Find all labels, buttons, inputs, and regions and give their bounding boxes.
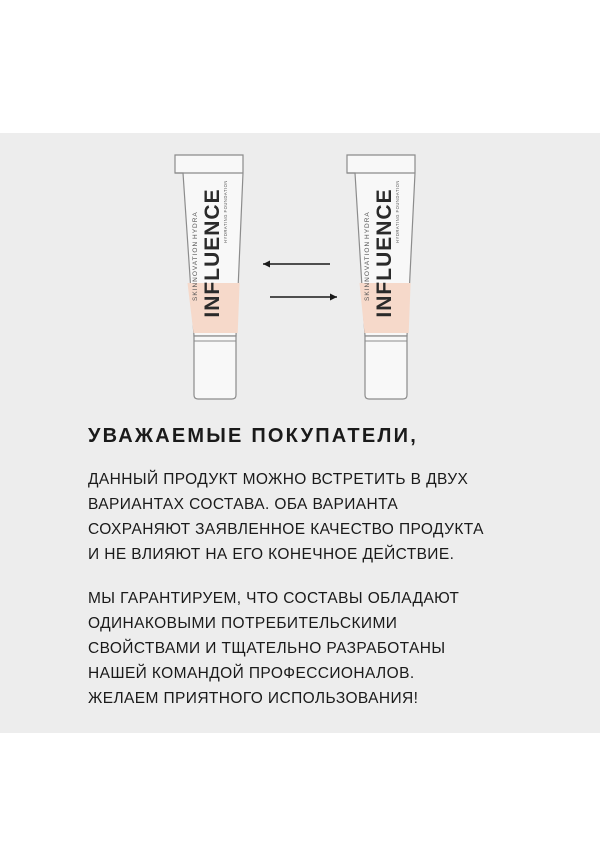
notice-paragraph-1: ДАННЫЙ ПРОДУКТ МОЖНО ВСТРЕТИТЬ В ДВУХ ВА… [88,467,548,567]
info-panel: INFLUENCE SKINNOVATION HYDRA HYDRATING F… [0,133,600,733]
product-tube-left: INFLUENCE SKINNOVATION HYDRA HYDRATING F… [174,154,244,400]
line-name: SKINNOVATION [192,241,199,301]
line-name: SKINNOVATION [364,241,371,301]
product-name: HYDRATING FOUNDATION [395,180,400,243]
notice-line: И НЕ ВЛИЯЮТ НА ЕГО КОНЕЧНОЕ ДЕЙСТВИЕ. [88,546,455,563]
notice-line: НАШЕЙ КОМАНДОЙ ПРОФЕССИОНАЛОВ. [88,665,415,682]
notice-line: СВОЙСТВАМИ И ТЩАТЕЛЬНО РАЗРАБОТАНЫ [88,640,446,657]
notice-line: СОХРАНЯЮТ ЗАЯВЛЕННОЕ КАЧЕСТВО ПРОДУКТА [88,521,484,538]
brand-logo: INFLUENCE [373,188,396,317]
brand-logo: INFLUENCE [201,188,224,317]
notice-line: ЖЕЛАЕМ ПРИЯТНОГО ИСПОЛЬЗОВАНИЯ! [88,690,419,707]
arrow-left-icon [263,260,330,268]
notice-line: МЫ ГАРАНТИРУЕМ, ЧТО СОСТАВЫ ОБЛАДАЮТ [88,590,460,607]
notice-line: ОДИНАКОВЫМИ ПОТРЕБИТЕЛЬСКИМИ [88,615,398,632]
sub-line-name: HYDRA [364,211,371,239]
notice-paragraph-2: МЫ ГАРАНТИРУЕМ, ЧТО СОСТАВЫ ОБЛАДАЮТ ОДИ… [88,586,548,711]
arrow-right-icon [270,293,337,301]
product-illustration: INFLUENCE SKINNOVATION HYDRA HYDRATING F… [174,154,416,400]
notice-line: ДАННЫЙ ПРОДУКТ МОЖНО ВСТРЕТИТЬ В ДВУХ [88,471,469,488]
notice-line: ВАРИАНТАХ СОСТАВА. ОБА ВАРИАНТА [88,496,399,513]
sub-line-name: HYDRA [192,211,199,239]
product-tube-right: INFLUENCE SKINNOVATION HYDRA HYDRATING F… [346,154,416,400]
notice-heading: УВАЖАЕМЫЕ ПОКУПАТЕЛИ, [88,425,418,447]
product-name: HYDRATING FOUNDATION [223,180,228,243]
